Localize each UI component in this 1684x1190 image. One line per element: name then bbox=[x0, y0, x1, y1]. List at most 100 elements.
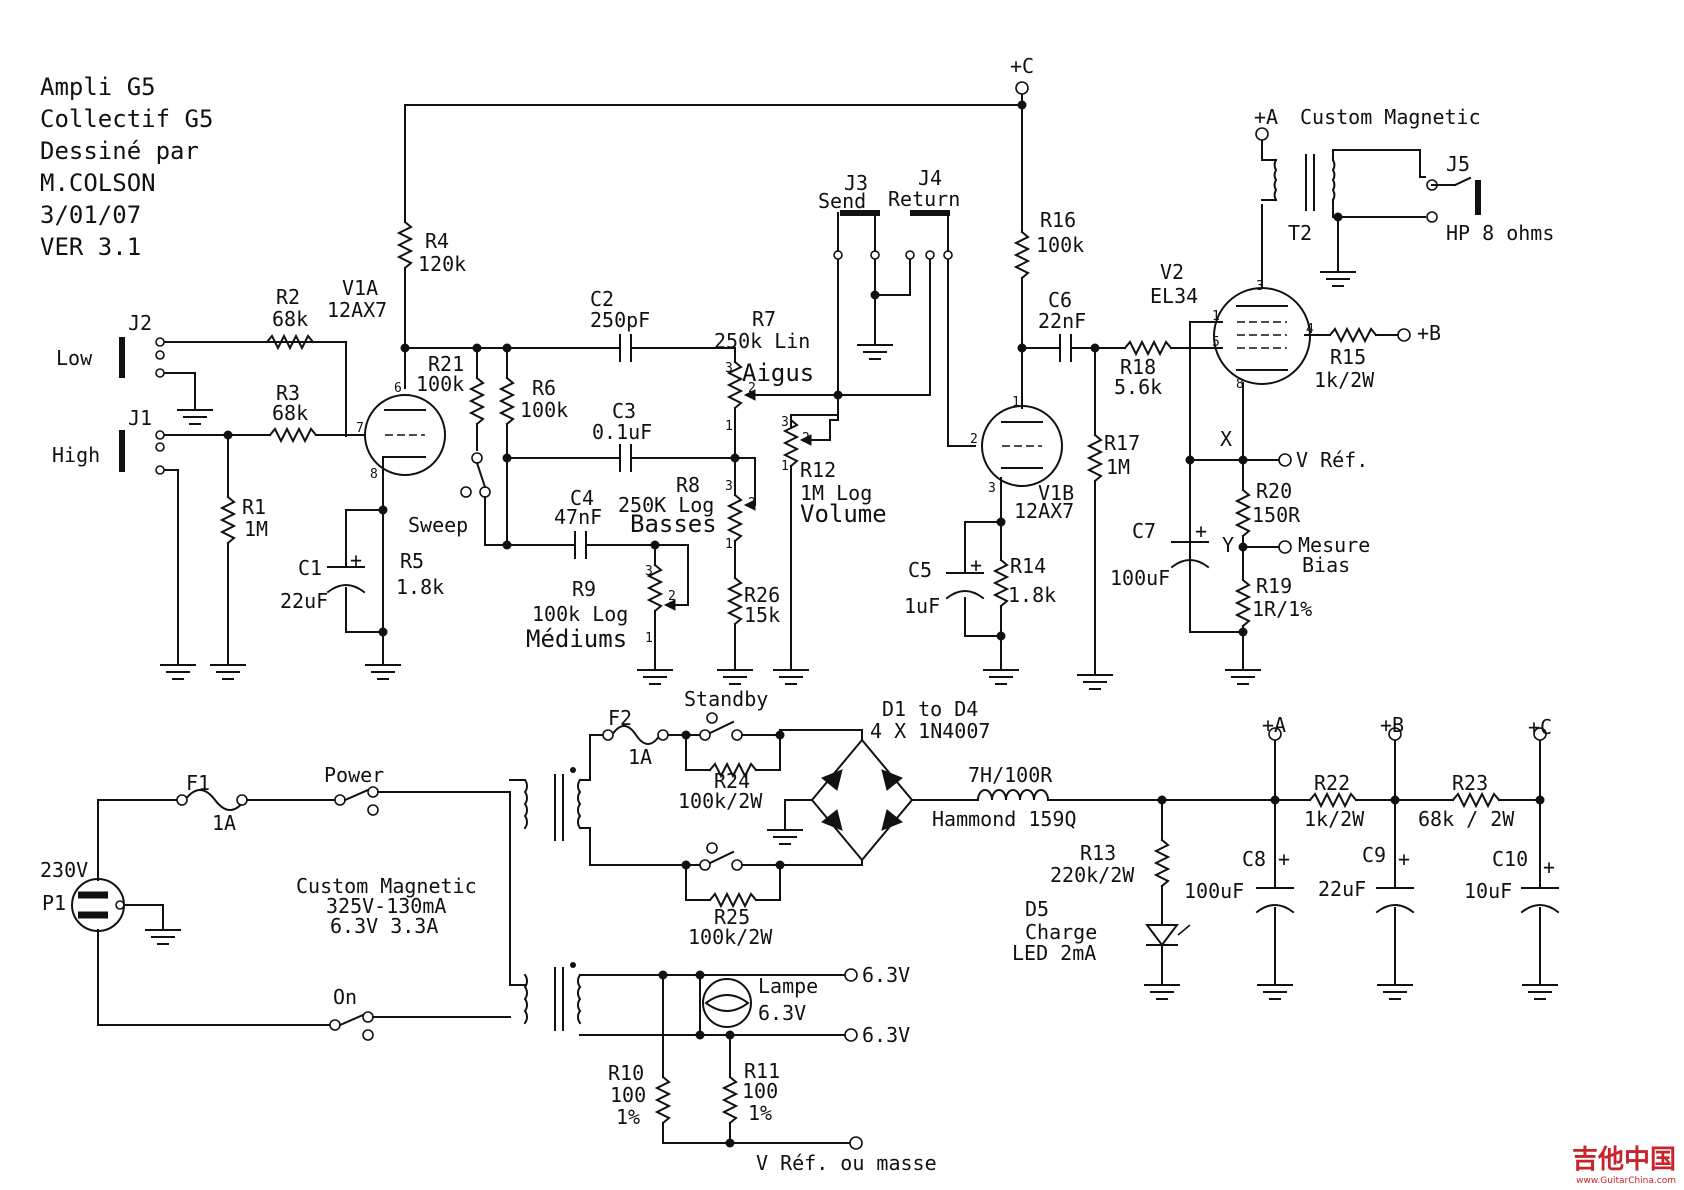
heater-out-2: 6.3V bbox=[862, 1023, 910, 1047]
on-switch-label: On bbox=[333, 985, 357, 1009]
R4-value: 120k bbox=[418, 252, 466, 276]
title-line-1: Ampli G5 bbox=[40, 73, 156, 101]
R9-value: 100k Log bbox=[532, 602, 628, 626]
sweep-label: Sweep bbox=[408, 513, 468, 537]
C9-value: 22uF bbox=[1318, 877, 1366, 901]
V2-value: EL34 bbox=[1150, 284, 1198, 308]
C6-value: 22nF bbox=[1038, 309, 1086, 333]
F1-value: 1A bbox=[212, 811, 236, 835]
R9-name: Médiums bbox=[526, 625, 627, 653]
custom-magnetic-label: Custom Magnetic bbox=[1300, 105, 1481, 129]
R3-value: 68k bbox=[272, 401, 308, 425]
pin-label: 8 bbox=[1236, 377, 1244, 392]
vref-masse-label: V Réf. ou masse bbox=[756, 1151, 937, 1175]
jack-input bbox=[119, 337, 165, 475]
C7-value: 100uF bbox=[1110, 566, 1170, 590]
R10-value: 100 bbox=[610, 1083, 646, 1107]
R23-label: R23 bbox=[1452, 771, 1488, 795]
P1-label: P1 bbox=[42, 891, 66, 915]
polarity-plus: + bbox=[1195, 519, 1207, 543]
C3-label: C3 bbox=[612, 399, 636, 423]
R20-value: 150R bbox=[1252, 503, 1301, 527]
R11-tolerance: 1% bbox=[748, 1101, 772, 1125]
R8-value: 250K Log bbox=[618, 493, 714, 517]
D5-line-2: LED 2mA bbox=[1012, 941, 1096, 965]
R11-label: R11 bbox=[744, 1059, 780, 1083]
F2-value: 1A bbox=[628, 745, 652, 769]
X-label: X bbox=[1220, 427, 1232, 451]
R19-label: R19 bbox=[1256, 574, 1292, 598]
J4-name: Return bbox=[888, 187, 960, 211]
pin-label: 4 bbox=[1306, 322, 1314, 337]
title-line-2: Collectif G5 bbox=[40, 105, 213, 133]
C2-value: 250pF bbox=[590, 308, 650, 332]
R5-value: 1.8k bbox=[396, 575, 444, 599]
R23-value: 68k / 2W bbox=[1418, 807, 1515, 831]
pin-label: 3 bbox=[781, 415, 789, 430]
T2-label: T2 bbox=[1288, 221, 1312, 245]
R14-label: R14 bbox=[1010, 554, 1046, 578]
R1-label: R1 bbox=[242, 495, 266, 519]
pt-label-3: 6.3V 3.3A bbox=[330, 914, 438, 938]
R5-label: R5 bbox=[400, 549, 424, 573]
C10-value: 10uF bbox=[1464, 879, 1512, 903]
R7-value: 250k Lin bbox=[714, 329, 810, 353]
watermark-text: 吉他中国 bbox=[1571, 1145, 1676, 1175]
pin-label: 1 bbox=[725, 419, 733, 434]
mesure-label: Mesure bbox=[1298, 533, 1370, 557]
J3-label: J3 bbox=[844, 171, 868, 195]
R17-label: R17 bbox=[1104, 431, 1140, 455]
R18-label: R18 bbox=[1120, 355, 1156, 379]
pin-label: 3 bbox=[988, 481, 996, 496]
R6-value: 100k bbox=[520, 398, 568, 422]
J4-label: J4 bbox=[918, 166, 942, 190]
pt-label-2: 325V-130mA bbox=[326, 894, 446, 918]
R2-label: R2 bbox=[276, 285, 300, 309]
R18-value: 5.6k bbox=[1114, 375, 1162, 399]
C3-value: 0.1uF bbox=[592, 420, 652, 444]
R26-label: R26 bbox=[744, 583, 780, 607]
J5-label: J5 bbox=[1446, 152, 1470, 176]
title-line-3: Dessiné par bbox=[40, 137, 199, 165]
R21-value: 100k bbox=[416, 372, 464, 396]
C8-label: C8 bbox=[1242, 847, 1266, 871]
R12-value: 1M Log bbox=[800, 481, 872, 505]
pin-label: 2 bbox=[748, 381, 756, 396]
J3-name: Send bbox=[818, 189, 866, 213]
Y-label: Y bbox=[1222, 533, 1234, 557]
V1A-label: V1A bbox=[342, 276, 378, 300]
C10-label: C10 bbox=[1492, 847, 1528, 871]
R16-value: 100k bbox=[1036, 233, 1084, 257]
R15-label: R15 bbox=[1330, 345, 1366, 369]
pin-label: 3 bbox=[725, 479, 733, 494]
R12-label: R12 bbox=[800, 458, 836, 482]
title-line-5: 3/01/07 bbox=[40, 201, 141, 229]
polarity-plus: + bbox=[970, 553, 982, 577]
R22-label: R22 bbox=[1314, 771, 1350, 795]
C1-value: 22uF bbox=[280, 589, 328, 613]
R9-label: R9 bbox=[572, 577, 596, 601]
R26-value: 15k bbox=[744, 603, 780, 627]
vref-label: V Réf. bbox=[1296, 448, 1368, 472]
choke-label: 7H/100R bbox=[968, 763, 1053, 787]
rail-c-label-psu: +C bbox=[1528, 715, 1552, 739]
R11-value: 100 bbox=[742, 1079, 778, 1103]
low-label: Low bbox=[56, 346, 93, 370]
C7-label: C7 bbox=[1132, 519, 1156, 543]
R22-value: 1k/2W bbox=[1304, 807, 1365, 831]
pin-label: 2 bbox=[668, 589, 676, 604]
F2-label: F2 bbox=[608, 706, 632, 730]
tube-v2 bbox=[1213, 287, 1311, 385]
title-block: Ampli G5 Collectif G5 Dessiné par M.COLS… bbox=[40, 73, 213, 261]
pin-label: 3 bbox=[1256, 279, 1264, 294]
heater-out-1: 6.3V bbox=[862, 963, 910, 987]
R8-name: Basses bbox=[630, 510, 717, 538]
R3-label: R3 bbox=[276, 381, 300, 405]
R14-value: 1.8k bbox=[1008, 583, 1056, 607]
R13-value: 220k/2W bbox=[1050, 863, 1135, 887]
polarity-plus: + bbox=[1543, 855, 1555, 879]
pin-label: 6 bbox=[394, 381, 402, 396]
lamp-value: 6.3V bbox=[758, 1001, 806, 1025]
R17-value: 1M bbox=[1106, 455, 1130, 479]
rail-b-label-top: +B bbox=[1417, 321, 1441, 345]
